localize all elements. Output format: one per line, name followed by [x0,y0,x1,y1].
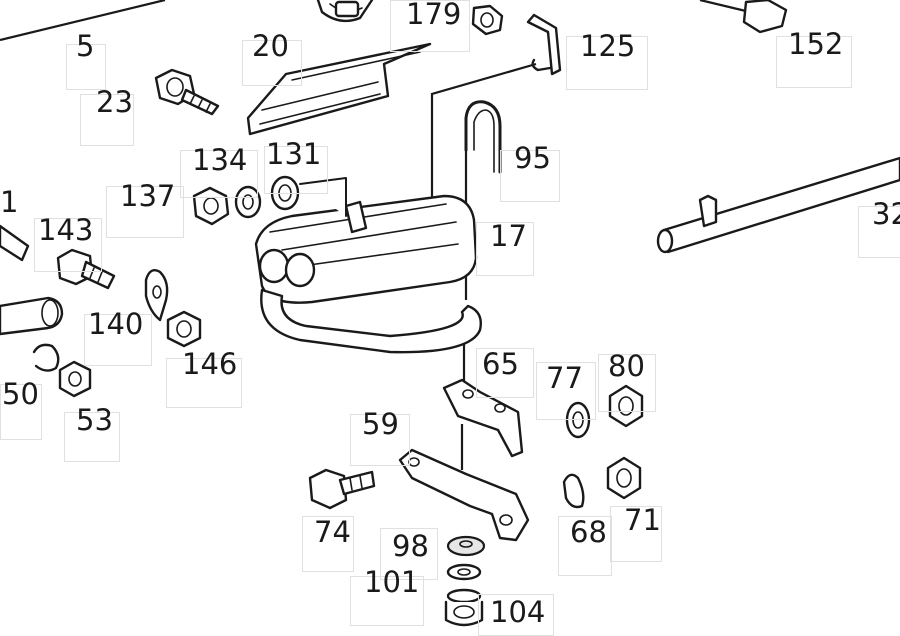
hotspot-140[interactable] [84,314,152,366]
hotspot-146[interactable] [166,358,242,408]
nut-71-drawing [606,456,642,500]
hotspot-59[interactable] [350,414,410,466]
bolt-143-drawing [56,248,116,290]
part-label-131: 131 [266,137,322,171]
part-label-146: 146 [182,347,238,381]
hotspot-152[interactable] [776,36,852,88]
part-label-5: 5 [76,29,95,63]
u-bolt-95-drawing [464,100,502,174]
part-label-137: 137 [120,179,176,213]
pipe-end-drawing [0,296,64,336]
hotspot-71[interactable] [610,506,662,562]
part-label-143: 143 [38,213,94,247]
nut-80-drawing [608,384,644,428]
part-label-134: 134 [192,143,248,177]
part-label-59: 59 [362,407,399,441]
hotspot-20[interactable] [242,40,302,86]
part-label-23: 23 [96,85,133,119]
part-label-50: 50 [2,377,39,411]
bracket-125-drawing [526,13,562,76]
hotspot-5[interactable] [66,44,106,90]
part-label-68: 68 [570,515,607,549]
washer-77-drawing [565,401,591,439]
clamp-179-drawing [316,0,374,23]
hotspot-17[interactable] [476,222,534,276]
hotspot-134[interactable] [180,150,258,198]
part-label-17: 17 [490,219,527,253]
hotspot-131[interactable] [264,146,328,194]
hotspot-50[interactable] [0,384,42,440]
part-label-74: 74 [314,515,351,549]
bracket-65-drawing [442,378,524,458]
part-label-104: 104 [490,595,546,629]
hotspot-23[interactable] [80,94,134,146]
part-label-77: 77 [546,361,583,395]
part-label-179: 179 [406,0,462,31]
part-label-20: 20 [252,29,289,63]
washer-134-drawing [234,185,262,219]
pipe-32-drawing [656,156,900,254]
hotspot-32[interactable] [858,206,900,258]
bracket-59-drawing [398,448,530,542]
clip-140-drawing [144,269,169,322]
part-label-98: 98 [392,529,429,563]
part-label-1: 1 [0,185,19,219]
hotspot-68[interactable] [558,516,612,576]
part-label-32: 32 [872,197,900,231]
part-label-95: 95 [514,141,551,175]
nut-53-drawing [58,360,92,398]
bolt-74-drawing [308,468,376,510]
hotspot-65[interactable] [476,348,534,398]
hotspot-143[interactable] [34,218,102,272]
hotspot-137[interactable] [106,186,184,238]
part-label-101: 101 [364,565,420,599]
hotspot-74[interactable] [302,516,354,572]
hotspot-101[interactable] [350,576,424,626]
part-label-152: 152 [788,27,844,61]
part-label-125: 125 [580,29,636,63]
part-label-140: 140 [88,307,144,341]
hotspot-95[interactable] [500,150,560,202]
screw-23-drawing [154,68,220,116]
hotspot-53[interactable] [64,412,120,462]
part-label-71: 71 [624,503,661,537]
nut-104-drawing [444,588,484,627]
part-label-80: 80 [608,349,645,383]
hotspot-98[interactable] [380,528,438,580]
hotspot-77[interactable] [536,362,596,420]
leader-125 [430,62,537,208]
heat-shield-20-drawing [246,42,432,136]
nut-179b-drawing [471,4,504,36]
hotspot-125[interactable] [566,36,648,90]
hotspot-80[interactable] [598,354,656,412]
bar-1-drawing [0,224,30,262]
ring-50-drawing [32,343,60,372]
washer-98-drawing [446,535,486,557]
part-label-65: 65 [482,347,519,381]
ring-68-drawing [562,473,585,509]
part-label-53: 53 [76,403,113,437]
bolt-152-drawing [699,0,788,34]
rod-top-left [0,0,166,42]
washer-101-drawing [446,563,482,581]
hotspot-179[interactable] [390,0,470,52]
nut-146-drawing [166,310,202,348]
